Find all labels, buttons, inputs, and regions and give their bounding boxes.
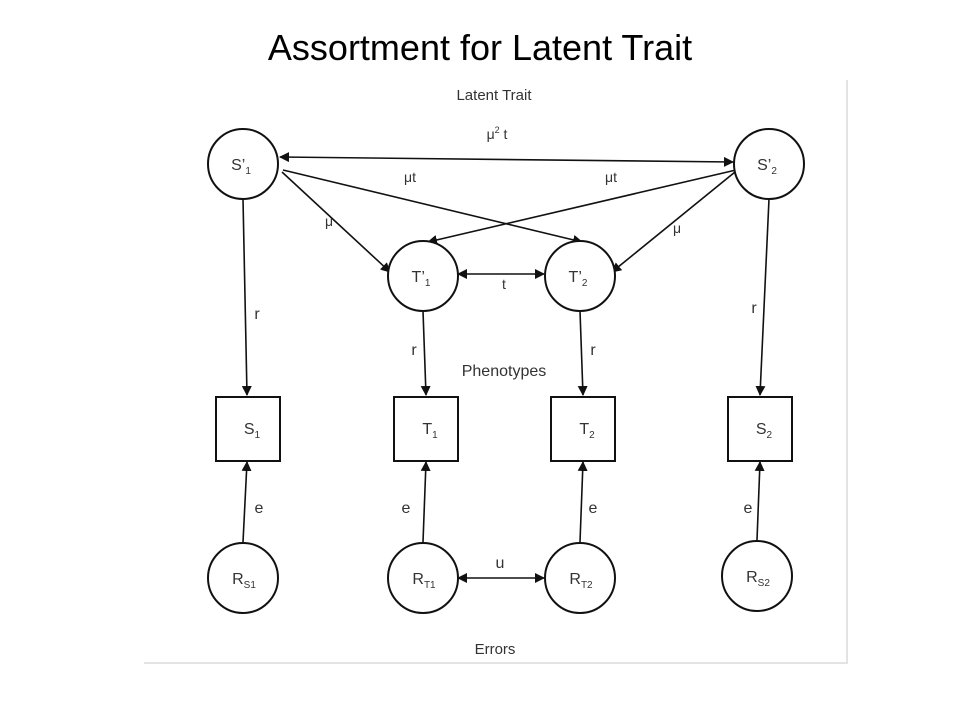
r-t1-label: r	[411, 342, 417, 359]
node-s1-latent	[207, 128, 279, 200]
node-s2-latent-label: S’2	[757, 157, 777, 177]
mu-left-label: μ	[325, 213, 333, 229]
node-t2-latent-label: T’2	[569, 269, 588, 289]
edge-rs2-e	[754, 461, 765, 541]
edge-s1-t1-mu	[281, 171, 391, 273]
node-t1-observed-label: T1	[422, 421, 438, 441]
node-s1-observed	[215, 396, 281, 462]
slide-title: Assortment for Latent Trait	[267, 27, 693, 68]
node-rt2-label: RT2	[569, 571, 593, 591]
edge-t1-r	[420, 310, 431, 396]
edge-rt2-e	[577, 461, 588, 543]
node-s2-observed-label: S2	[756, 421, 773, 441]
latent-trait-label: Latent Trait	[456, 87, 532, 104]
node-rt1	[387, 542, 459, 614]
t-label: t	[502, 276, 506, 292]
edge-s1-t2-mut	[282, 169, 583, 245]
u-label: u	[496, 555, 505, 572]
e-t2-label: e	[589, 500, 598, 517]
node-rs1-label: RS1	[232, 571, 256, 591]
r-s1-label: r	[254, 306, 260, 323]
node-s2-latent	[733, 128, 805, 200]
node-rt2	[544, 542, 616, 614]
edge-rt1-e	[420, 461, 431, 543]
node-t2-observed	[550, 396, 616, 462]
node-t1-latent-label: T’1	[412, 269, 431, 289]
edge-s1-s2-mu2t	[279, 152, 734, 167]
mu2t-label: μ2 t	[487, 125, 508, 142]
edge-s1-r	[241, 198, 252, 396]
e-s2-label: e	[744, 500, 753, 517]
node-s1-observed-label: S1	[244, 421, 261, 441]
edge-t2-r	[577, 310, 588, 396]
node-t2-observed-label: T2	[579, 421, 595, 441]
e-s1-label: e	[255, 500, 264, 517]
mut-right-label: μt	[605, 169, 617, 185]
mu-right-label: μ	[673, 220, 681, 236]
node-rt1-label: RT1	[412, 571, 436, 591]
e-t1-label: e	[402, 500, 411, 517]
node-rs2	[721, 540, 793, 612]
r-s2-label: r	[751, 300, 757, 317]
node-rs2-label: RS2	[746, 569, 770, 589]
node-s1-latent-label: S’1	[231, 157, 251, 177]
node-t1-observed	[393, 396, 459, 462]
mut-left-label: μt	[404, 169, 416, 185]
phenotypes-label: Phenotypes	[462, 363, 547, 380]
edge-s2-t2-mu	[611, 171, 736, 273]
figure-frame	[144, 80, 848, 664]
edge-rs1-e	[241, 461, 252, 543]
r-t2-label: r	[590, 342, 596, 359]
edge-s2-t1-mut	[427, 169, 737, 245]
errors-label: Errors	[475, 641, 516, 658]
node-rs1	[207, 542, 279, 614]
edge-s2-r	[755, 198, 770, 396]
node-t2-latent	[544, 240, 616, 312]
node-t1-latent	[387, 240, 459, 312]
node-s2-observed	[727, 396, 793, 462]
